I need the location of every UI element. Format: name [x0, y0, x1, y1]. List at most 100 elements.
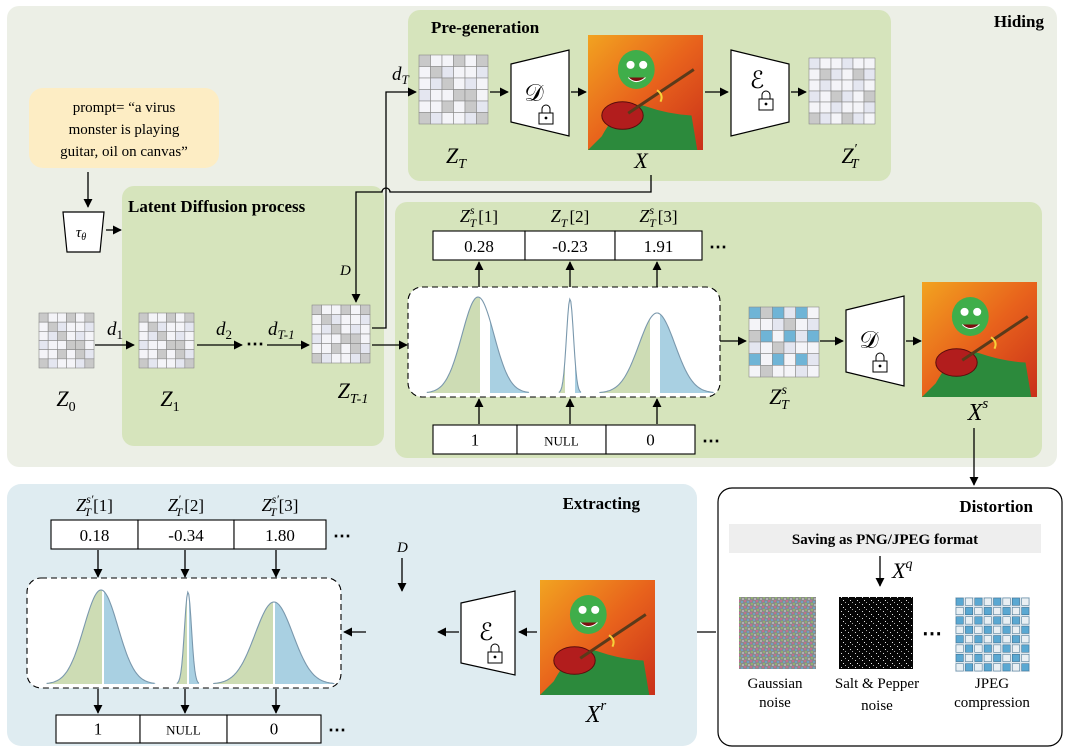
latent-cell — [184, 358, 195, 369]
jpeg-block — [965, 616, 973, 625]
latent-cell — [175, 331, 186, 341]
latent-cell — [350, 314, 361, 325]
jpeg-block — [955, 597, 964, 606]
latent-cell — [841, 90, 854, 103]
encoder-block-top: ℰ — [730, 49, 790, 137]
jpeg-block — [993, 635, 1002, 644]
jpeg-block — [983, 607, 992, 615]
table-ellipsis: ⋯ — [709, 237, 727, 257]
latent-cell — [852, 68, 865, 81]
latent-cell — [360, 333, 371, 344]
latent-cell — [808, 79, 821, 92]
latent-cell — [430, 89, 443, 102]
jpeg-block — [993, 597, 1002, 606]
latent-cell — [321, 353, 332, 364]
jpeg-block — [965, 644, 973, 653]
latent-cell — [453, 54, 466, 67]
latent-cell — [47, 321, 58, 332]
latent-cell — [830, 90, 843, 103]
z1-label: Z1 — [160, 386, 179, 415]
monster-head — [951, 296, 989, 337]
latent-cell — [175, 349, 186, 360]
latent-cell — [819, 57, 832, 70]
latent-cell — [795, 306, 808, 319]
latent-grid-zt — [418, 54, 489, 125]
latent-cell — [807, 306, 820, 319]
jpeg-compression-sample — [955, 597, 1030, 672]
monster-mouth — [627, 77, 646, 83]
latent-cell — [418, 112, 431, 125]
latent-cell — [157, 321, 167, 332]
latent-cell — [84, 312, 95, 323]
latent-cell — [807, 330, 820, 343]
latent-cell — [157, 349, 167, 360]
latent-cell — [157, 331, 167, 341]
monster-body — [540, 649, 650, 695]
jpeg-block — [1002, 625, 1011, 634]
latent-cell — [47, 358, 58, 369]
latent-cell — [321, 343, 332, 354]
jpeg-block — [1021, 635, 1030, 644]
bit-text: 1 — [94, 720, 103, 739]
arrow-zt-1-to-zt — [372, 87, 417, 329]
latent-cell — [340, 304, 351, 315]
jpeg-block — [965, 625, 973, 634]
latent-cell — [166, 312, 176, 323]
latent-cell — [340, 343, 351, 354]
d-label-bottom: D — [396, 540, 408, 556]
latent-cell — [147, 312, 158, 323]
jpeg-block — [1002, 597, 1011, 606]
latent-cell — [360, 304, 371, 315]
latent-cell — [760, 330, 773, 343]
jpeg-block — [974, 616, 983, 625]
bit-cell — [605, 424, 696, 455]
distribution-blue-region — [104, 591, 156, 684]
latent-cell — [772, 306, 785, 319]
latent-cell — [138, 312, 149, 323]
value-text: -0.34 — [168, 526, 204, 545]
stego-image-xs — [922, 282, 1037, 397]
extracting-title: Extracting — [563, 494, 641, 513]
latent-cell — [138, 331, 149, 341]
zt-label: ZT — [446, 143, 467, 172]
latent-cell — [166, 340, 176, 350]
latent-cell — [418, 100, 431, 113]
latent-cell — [852, 79, 865, 92]
latent-cell — [819, 68, 832, 81]
received-image-xr — [540, 580, 655, 695]
latent-cell — [321, 333, 332, 344]
distribution-blue-region — [575, 359, 582, 393]
hiding-title: Hiding — [994, 12, 1045, 31]
latent-cell — [138, 349, 149, 360]
latent-cell — [175, 340, 186, 350]
jpeg-block — [983, 654, 992, 662]
latent-cell — [772, 330, 785, 343]
latent-cell — [852, 112, 865, 125]
monster-head — [617, 49, 655, 90]
latent-cell — [476, 54, 489, 67]
latent-cell — [441, 54, 454, 67]
latent-cell — [464, 77, 477, 90]
d2-label: d2 — [216, 319, 232, 342]
latent-cell — [418, 77, 431, 90]
extracting-distribution-box — [26, 577, 342, 689]
latent-cell — [321, 304, 332, 315]
latent-cell — [166, 349, 176, 360]
jpeg-block — [1012, 644, 1020, 653]
latent-cell — [66, 358, 76, 369]
latent-cell — [340, 324, 351, 335]
latent-cell — [38, 321, 49, 332]
latent-cell — [441, 89, 454, 102]
saving-format-label: Saving as PNG/JPEG format — [792, 532, 978, 548]
latent-cell — [38, 312, 49, 323]
lock-icon — [487, 643, 503, 664]
latent-cell — [795, 318, 808, 331]
table-ellipsis: ⋯ — [333, 526, 351, 546]
latent-cell — [441, 112, 454, 125]
latent-cell — [360, 343, 371, 354]
latent-cell — [819, 112, 832, 125]
jpeg-block — [1002, 635, 1011, 644]
